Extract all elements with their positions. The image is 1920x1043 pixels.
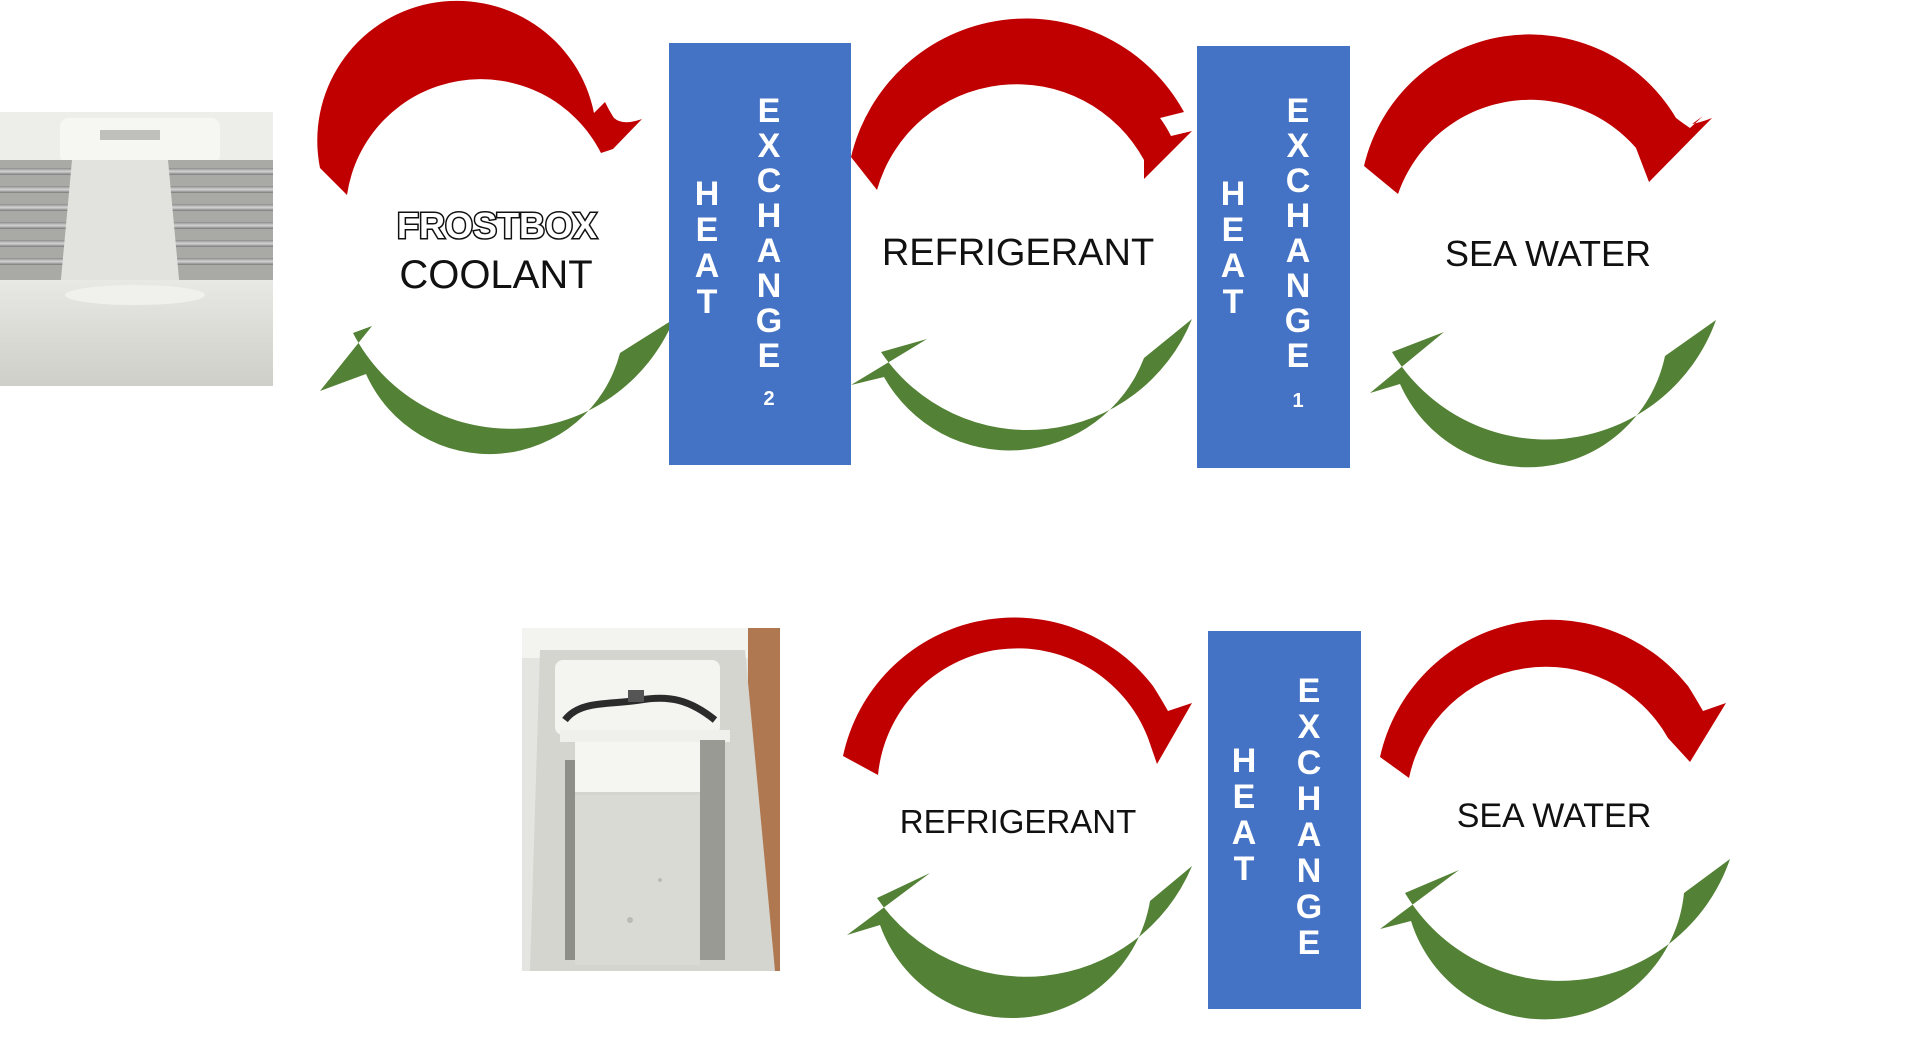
sea-water-label-top: SEA WATER (1445, 233, 1651, 274)
hx2-word-heat-letter: E (696, 211, 719, 249)
heat-exchanger-bottom-box (1208, 631, 1361, 1009)
hx2-word-heat-letter: A (695, 247, 720, 285)
hx2-number: 2 (763, 388, 774, 410)
hx1-number: 1 (1292, 390, 1303, 412)
frostbox-brand: FROSTBOX (397, 205, 597, 246)
sea-water-hot-arrow-top (1364, 34, 1712, 195)
hx2-word-exchange-letter: G (756, 302, 782, 340)
hx1-word-heat-letter: A (1221, 247, 1246, 285)
hx1-word-heat-letter: H (1221, 175, 1246, 213)
hxb-word-exchange-letter: E (1298, 924, 1321, 962)
top-coolant-loop (317, 0, 674, 455)
refrigerant-cold-arrow-bottom (847, 866, 1192, 1019)
hxb-word-exchange-letter: G (1296, 888, 1322, 926)
refrigerant-label-top: REFRIGERANT (882, 232, 1154, 274)
hx1-word-exchange-letter: A (1286, 232, 1311, 270)
top-cooler-photo (0, 112, 273, 386)
hx2-word-heat-letter: T (697, 283, 718, 321)
hxb-word-heat-letter: A (1232, 814, 1257, 852)
hx2-word-exchange-letter: A (757, 232, 782, 270)
bottom-refrigerant-loop (843, 617, 1192, 1019)
evaporator-plates-right (168, 168, 273, 265)
hx1-word-heat-letter: E (1222, 211, 1245, 249)
sea-water-cold-arrow-bottom (1380, 859, 1730, 1020)
bottom-cooler-photo (522, 628, 780, 971)
refrigerant-cold-arrow-top (851, 319, 1192, 451)
heat-exchanger-2-box (669, 43, 851, 465)
hx1-word-exchange-letter: H (1286, 197, 1311, 235)
hxb-word-exchange-letter: E (1298, 672, 1321, 710)
hxb-word-heat-letter: T (1234, 850, 1255, 888)
bottom-sea-water-loop (1380, 619, 1730, 1020)
top-sea-water-loop (1364, 34, 1716, 468)
hxb-word-heat-letter: H (1232, 742, 1257, 780)
sea-water-cold-arrow-top (1370, 320, 1716, 468)
hx2-word-exchange-letter: C (757, 162, 782, 200)
hx1-word-exchange-letter: E (1287, 92, 1310, 130)
coolant-hot-arrow (317, 0, 642, 195)
coolant-label: COOLANT (399, 253, 592, 297)
hx1-word-exchange-letter: X (1287, 127, 1310, 165)
hxb-word-exchange-letter: H (1297, 780, 1322, 818)
evaporator-plates-left (0, 168, 72, 265)
hx2-word-exchange-letter: X (758, 127, 781, 165)
refrigerant-label-bottom: REFRIGERANT (900, 803, 1137, 840)
heat-exchanger-1-box (1197, 46, 1350, 468)
refrigerant-hot-arrow-bottom (843, 617, 1192, 775)
hxb-word-exchange-letter: A (1297, 816, 1322, 854)
hx1-word-exchange-letter: E (1287, 337, 1310, 375)
hx1-word-exchange-letter: G (1285, 302, 1311, 340)
hxb-word-exchange-letter: N (1297, 852, 1322, 890)
sea-water-hot-arrow-bottom (1380, 619, 1726, 778)
sea-water-label-bottom: SEA WATER (1457, 797, 1652, 835)
refrigerant-hot-arrow-top (851, 18, 1192, 190)
top-refrigerant-loop (851, 18, 1192, 451)
hx2-word-exchange-letter: E (758, 92, 781, 130)
hx2-word-exchange-letter: H (757, 197, 782, 235)
hxb-word-heat-letter: E (1233, 778, 1256, 816)
hx2-word-exchange-letter: E (758, 337, 781, 375)
hxb-word-exchange-letter: C (1297, 744, 1322, 782)
hxb-word-exchange-letter: X (1298, 708, 1321, 746)
hx2-word-heat-letter: H (695, 175, 720, 213)
hx1-word-exchange-letter: C (1286, 162, 1311, 200)
coolant-cold-arrow (320, 319, 674, 455)
hx1-word-exchange-letter: N (1286, 267, 1311, 305)
hx2-word-exchange-letter: N (757, 267, 782, 305)
hx1-word-heat-letter: T (1223, 283, 1244, 321)
